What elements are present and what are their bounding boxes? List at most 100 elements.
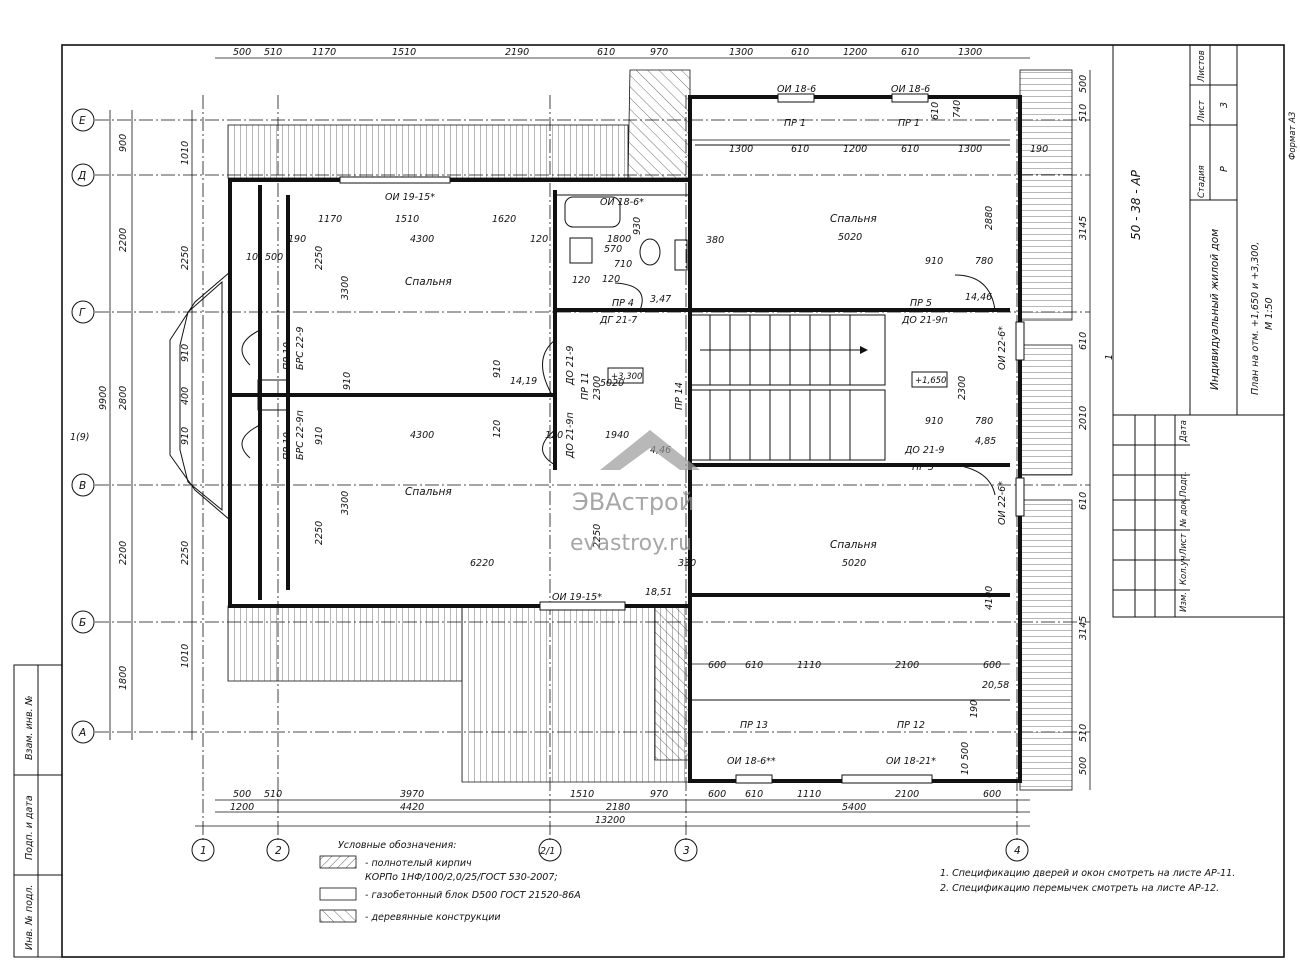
dim-b1-5: 600 <box>708 789 726 800</box>
stage-value: Р <box>1219 166 1230 172</box>
dim-b2-2: 2180 <box>606 802 630 813</box>
dim-r-3: 610 <box>1078 332 1089 350</box>
dim-m-38: 710 <box>614 259 632 270</box>
dim-m-21: 120 <box>545 430 563 441</box>
stamp-col-doc: № док. <box>1179 497 1189 528</box>
dim-r-7: 510 <box>1078 724 1089 742</box>
watermark: ЭВАстрой evastroy.ru <box>570 430 700 556</box>
dim-top-2: 1170 <box>312 47 336 58</box>
mark-pr14: ПР 14 <box>674 382 685 410</box>
area-3: 14,46 <box>965 292 992 303</box>
dim-r-8: 500 <box>1078 757 1089 775</box>
dim-m-28: 2250 <box>314 521 325 545</box>
dim-m-20: 910 <box>342 372 353 390</box>
dim-m-10: 910 <box>925 256 943 267</box>
dim-b1-1: 510 <box>264 789 282 800</box>
legend: Условные обозначения: - полнотелый кирпи… <box>319 840 581 923</box>
legend-brick: - полнотелый кирпич <box>365 858 472 869</box>
stamp-col-koluch: Кол.уч <box>1179 556 1189 585</box>
room-bedroom-2: Спальня <box>405 486 452 498</box>
dim-m-11: 780 <box>975 256 993 267</box>
sheet-name-line2: М 1:50 <box>1264 297 1275 330</box>
dim-m-35: 500 <box>960 742 971 760</box>
mark-oi4: ОИ 18-6* <box>600 197 644 208</box>
dim-b1-3: 1510 <box>570 789 594 800</box>
dim-m-1: 1510 <box>395 214 419 225</box>
dim-top-3: 1510 <box>392 47 416 58</box>
dim-m-23: 2300 <box>592 376 603 400</box>
dim-m-8: 5020 <box>838 232 862 243</box>
dim-top-9: 1200 <box>843 47 867 58</box>
dim-total-width: 13200 <box>595 815 625 826</box>
row-axis-markers: Е Д Г В Б А <box>71 108 95 744</box>
dim-l1-0: 900 <box>118 134 129 152</box>
dim-m-27: 3300 <box>340 491 351 515</box>
mark-oi7: ОИ 18-21* <box>886 756 936 767</box>
dim-m-3: 190 <box>288 234 306 245</box>
dim-r-0: 500 <box>1078 75 1089 93</box>
stamp-sign-label: Подп. и дата <box>24 795 35 860</box>
section-mark-left: 1(9) <box>70 432 90 443</box>
dim-m-42: 120 <box>572 275 590 286</box>
mark-dg: ДГ 21-7 <box>599 315 637 326</box>
mark-brs2: БРС 22-9п <box>295 410 306 460</box>
axis-row-b: Б <box>79 617 86 629</box>
mark-oi9: ОИ 22-6* <box>997 481 1008 525</box>
dim-top-5: 610 <box>597 47 615 58</box>
title-block: 50 - 38 - АР Индивидуальный жилой дом Пл… <box>1112 44 1298 618</box>
note-1: 1. Спецификацию дверей и окон смотреть н… <box>940 868 1235 879</box>
room-labels: Спальня Спальня Спальня Спальня 14,19 18… <box>405 213 1009 691</box>
dim-l2-1: 2250 <box>180 246 191 270</box>
mark-oi6: ОИ 18-6** <box>727 756 776 767</box>
dim-ti-2: 1200 <box>843 144 867 155</box>
mark-pr2: ПР 1 <box>898 118 920 129</box>
legend-block: - газобетонный блок D500 ГОСТ 21520-86А <box>365 890 581 901</box>
dim-top-1: 510 <box>264 47 282 58</box>
legend-block-swatch <box>319 887 357 901</box>
drawing-code: 50 - 38 - АР <box>1129 169 1143 240</box>
room-bedroom-4: Спальня <box>830 213 877 225</box>
dim-li-0: 600 <box>708 660 726 671</box>
mark-oi8: ОИ 22-6* <box>997 326 1008 370</box>
top-inner-dimensions: 1300 610 1200 610 1300 190 <box>729 144 1048 155</box>
section-mark-right: 1 <box>1104 354 1115 360</box>
mark-do2: ДО 21-9 <box>565 346 576 386</box>
room-bedroom-1: Спальня <box>405 276 452 288</box>
axis-row-a: А <box>78 727 86 739</box>
sheet-name-line1: План на отм. +1,650 и +3,300, <box>1250 242 1261 395</box>
mark-do1: ДО 21-9п <box>901 315 948 326</box>
dim-l2-2: 910 <box>180 344 191 362</box>
mark-pr13: ПР 13 <box>740 720 768 731</box>
mark-pr5a: ПР 5 <box>910 298 932 309</box>
top-opening-marks: ОИ 18-6 ОИ 18-6 ПР 1 ПР 1 ОИ 19-15* ОИ 1… <box>385 84 930 208</box>
dim-li-1: 610 <box>745 660 763 671</box>
dim-m-24: 2300 <box>957 376 968 400</box>
dim-l1-2: 2800 <box>118 386 129 410</box>
dim-top-6: 970 <box>650 47 668 58</box>
watermark-site: evastroy.ru <box>570 531 692 556</box>
dim-m-9: 2880 <box>984 206 995 230</box>
dim-m-41: 740 <box>952 100 963 118</box>
revision-grid: Изм. Кол.уч Лист № док. Подп. Дата <box>1113 415 1190 617</box>
mark-pr12: ПР 12 <box>897 720 925 731</box>
dim-l2-5: 2250 <box>180 541 191 565</box>
dim-m-14: 2250 <box>314 246 325 270</box>
dim-ti-3: 610 <box>901 144 919 155</box>
axis-col-3: 3 <box>683 845 690 857</box>
dimension-lines <box>109 57 1091 827</box>
dim-b1-9: 600 <box>983 789 1001 800</box>
dim-m-2: 1620 <box>492 214 516 225</box>
drawing-title: Индивидуальный жилой дом <box>1209 229 1221 390</box>
dim-ti-1: 610 <box>791 144 809 155</box>
dim-l2-3: 400 <box>180 387 191 405</box>
dim-ti-5: 190 <box>1030 144 1048 155</box>
dim-m-22: 1940 <box>605 430 629 441</box>
notes: 1. Спецификацию дверей и окон смотреть н… <box>940 868 1235 894</box>
legend-title: Условные обозначения: <box>338 840 456 851</box>
dim-li-3: 2100 <box>895 660 919 671</box>
mark-oi5: ОИ 19-15* <box>552 592 602 603</box>
door-swings <box>241 274 996 496</box>
axis-row-d: Д <box>77 170 86 182</box>
mark-pr10a: ПР 10 <box>282 342 293 370</box>
